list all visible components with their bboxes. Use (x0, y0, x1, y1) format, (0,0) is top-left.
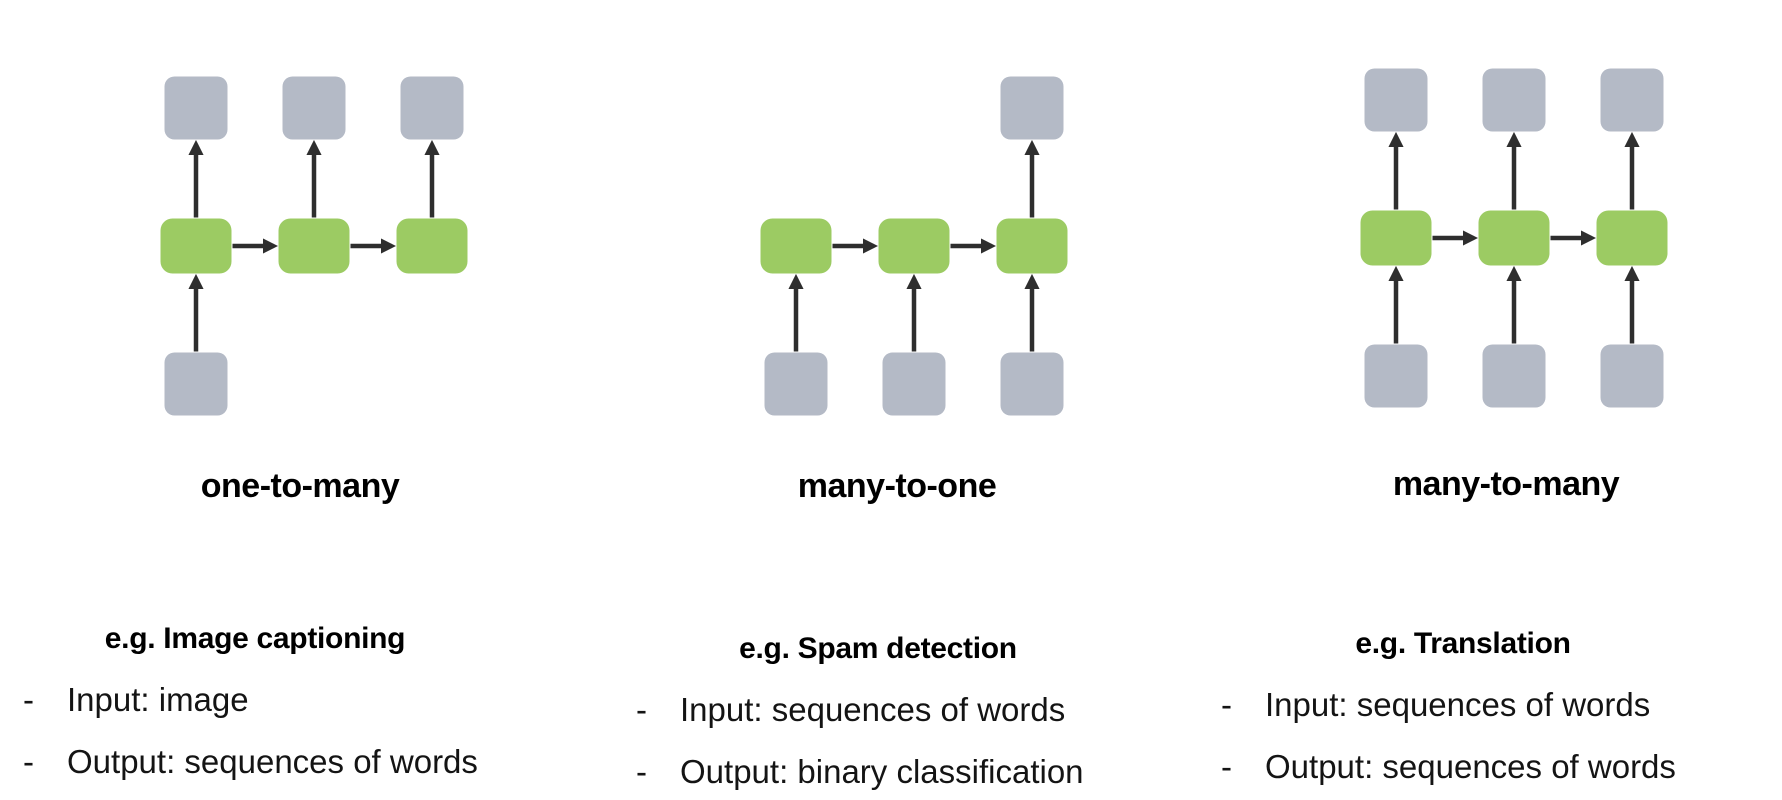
diagram-label-many-to-many: many-to-many (1392, 465, 1620, 503)
diagram-label-many-to-one: many-to-one (797, 467, 997, 505)
bullet-dash: - (636, 753, 647, 790)
output-box (1000, 76, 1064, 140)
bullet-dash: - (636, 691, 647, 728)
output-box (1364, 68, 1428, 132)
output-box (164, 76, 228, 140)
example-bullet-list: -Input: sequences of words-Output: binar… (628, 691, 1128, 791)
bullet-text: Output: sequences of words (1265, 748, 1676, 785)
example-title: e.g. Translation (1355, 627, 1571, 660)
rnn-diagram-svg (1360, 68, 1668, 408)
bullet-dash: - (1221, 686, 1232, 723)
example-bullet-list: -Input: sequences of words-Output: seque… (1213, 686, 1713, 786)
diagram-label-one-to-many: one-to-many (200, 467, 400, 505)
bullet-dash: - (23, 743, 34, 780)
hidden-state-box (1360, 210, 1432, 266)
bullet-text: Input: sequences of words (1265, 686, 1651, 723)
hidden-state-box (396, 218, 468, 274)
input-box (1000, 352, 1064, 416)
bullet-dash: - (1221, 748, 1232, 785)
input-box (164, 352, 228, 416)
example-image-captioning: e.g. Image captioning -Input: image-Outp… (15, 615, 495, 781)
bullet-item: -Output: sequences of words (1213, 748, 1713, 786)
diagram-many-to-one (730, 48, 1110, 428)
bullet-item: -Output: sequences of words (15, 743, 495, 781)
input-box (1482, 344, 1546, 408)
bullet-text: Input: sequences of words (680, 691, 1066, 728)
diagram-one-to-many (130, 48, 510, 428)
hidden-state-box (878, 218, 950, 274)
bullet-text: Output: sequences of words (67, 743, 478, 780)
output-box (1600, 68, 1664, 132)
input-box (1364, 344, 1428, 408)
bullet-text: Input: image (67, 681, 249, 718)
input-box (1600, 344, 1664, 408)
hidden-state-box (278, 218, 350, 274)
bullet-item: -Input: image (15, 681, 495, 719)
rnn-diagram-svg (160, 76, 468, 416)
hidden-state-box (996, 218, 1068, 274)
example-bullet-list: -Input: image-Output: sequences of words (15, 681, 495, 781)
output-box (400, 76, 464, 140)
input-box (882, 352, 946, 416)
hidden-state-box (760, 218, 832, 274)
example-translation: e.g. Translation -Input: sequences of wo… (1213, 620, 1713, 786)
rnn-diagram-svg (760, 76, 1068, 416)
hidden-state-box (1478, 210, 1550, 266)
hidden-state-box (1596, 210, 1668, 266)
bullet-text: Output: binary classification (680, 753, 1084, 790)
diagram-many-to-many (1330, 40, 1710, 420)
example-spam-detection: e.g. Spam detection -Input: sequences of… (628, 625, 1128, 791)
bullet-item: -Input: sequences of words (1213, 686, 1713, 724)
bullet-dash: - (23, 681, 34, 718)
example-title: e.g. Spam detection (739, 632, 1017, 665)
input-box (764, 352, 828, 416)
bullet-item: -Output: binary classification (628, 753, 1128, 791)
hidden-state-box (160, 218, 232, 274)
bullet-item: -Input: sequences of words (628, 691, 1128, 729)
output-box (282, 76, 346, 140)
example-title: e.g. Image captioning (104, 622, 406, 655)
output-box (1482, 68, 1546, 132)
